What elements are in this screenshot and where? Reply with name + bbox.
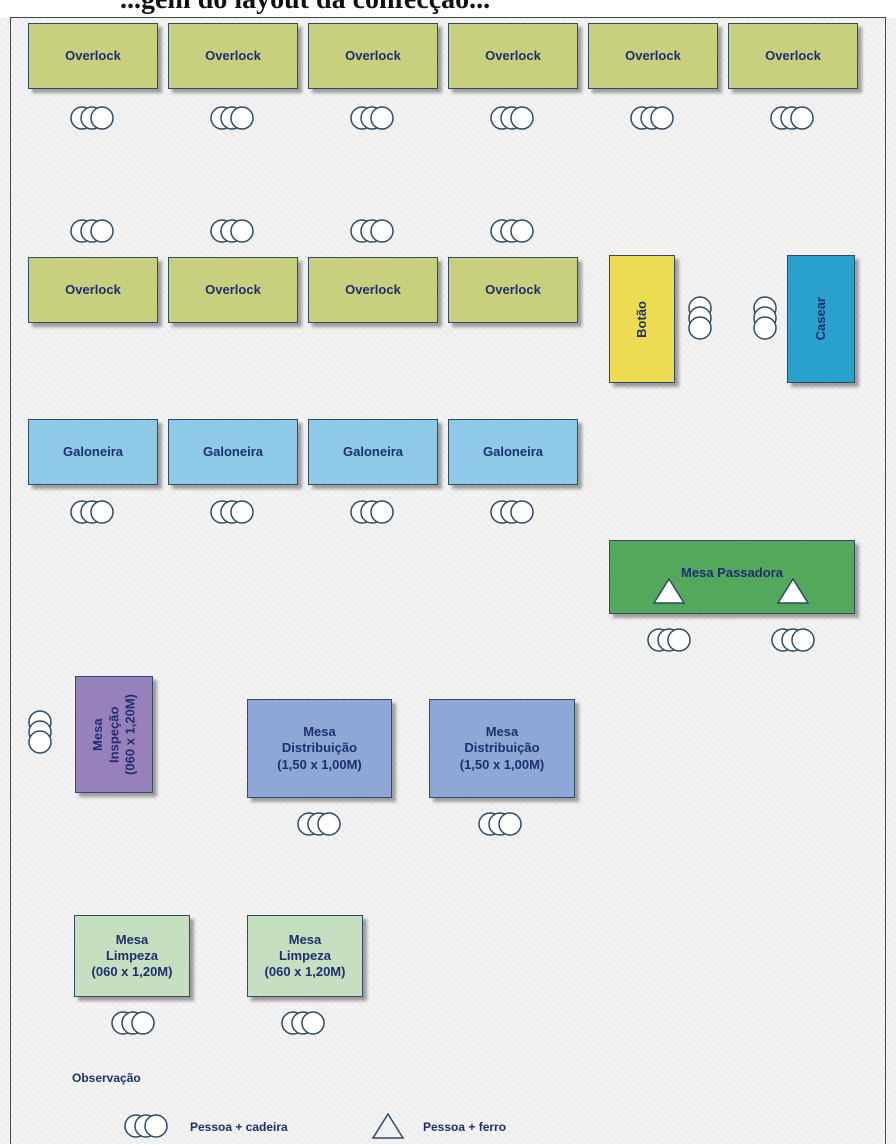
person-iron-icon: [371, 1112, 405, 1140]
station-galoneira: Galoneira: [28, 419, 158, 485]
station-overlock: Overlock: [308, 257, 438, 323]
station-galoneira: Galoneira: [448, 419, 578, 485]
station-mesa-passadora: Mesa Passadora: [609, 540, 855, 614]
title-strip: ...gem do layout da confecção...: [0, 0, 896, 18]
person-chair-icon: [484, 498, 544, 526]
person-chair-icon: [204, 498, 264, 526]
person-chair-icon: [472, 810, 532, 838]
person-chair-icon: [118, 1112, 178, 1140]
person-chair-icon: [751, 290, 779, 350]
station-overlock: Overlock: [168, 23, 298, 89]
station-overlock: Overlock: [448, 257, 578, 323]
person-chair-icon: [764, 104, 824, 132]
station-botao: Botão: [609, 255, 675, 383]
person-chair-icon: [686, 290, 714, 350]
station-mesa-passadora-label: Mesa Passadora: [681, 565, 783, 581]
station-overlock: Overlock: [728, 23, 858, 89]
station-botao-label: Botão: [633, 300, 649, 338]
person-chair-icon: [204, 217, 264, 245]
person-chair-icon: [641, 626, 701, 654]
person-iron-icon: [776, 577, 810, 605]
station-overlock: Overlock: [588, 23, 718, 89]
person-chair-icon: [26, 704, 54, 764]
person-chair-icon: [344, 104, 404, 132]
station-mesa-limpeza: Mesa Limpeza (060 x 1,20M): [247, 915, 363, 997]
station-galoneira: Galoneira: [308, 419, 438, 485]
station-casear-label: Casear: [812, 297, 828, 341]
person-chair-icon: [291, 810, 351, 838]
person-iron-icon: [652, 577, 686, 605]
station-overlock: Overlock: [168, 257, 298, 323]
legend-person-iron-label: Pessoa + ferro: [423, 1120, 507, 1134]
person-chair-icon: [105, 1009, 165, 1037]
person-chair-icon: [484, 104, 544, 132]
person-chair-icon: [344, 498, 404, 526]
station-casear: Casear: [787, 255, 855, 383]
person-chair-icon: [484, 217, 544, 245]
station-mesa-inspecao: Mesa Inspeção (060 x 1,20M): [75, 676, 153, 793]
station-overlock: Overlock: [28, 23, 158, 89]
station-overlock: Overlock: [28, 257, 158, 323]
station-mesa-limpeza: Mesa Limpeza (060 x 1,20M): [74, 915, 190, 997]
station-overlock: Overlock: [448, 23, 578, 89]
person-chair-icon: [64, 217, 124, 245]
person-chair-icon: [344, 217, 404, 245]
station-overlock: Overlock: [308, 23, 438, 89]
station-mesa-inspecao-label: Mesa Inspeção (060 x 1,20M): [89, 694, 138, 775]
station-mesa-distribuicao: Mesa Distribuição (1,50 x 1,00M): [429, 699, 575, 798]
person-chair-icon: [624, 104, 684, 132]
legend-title: Observação: [72, 1071, 141, 1085]
person-chair-icon: [275, 1009, 335, 1037]
person-chair-icon: [765, 626, 825, 654]
legend-person-chair-label: Pessoa + cadeira: [190, 1120, 288, 1134]
layout-frame: [10, 17, 886, 1144]
person-chair-icon: [64, 104, 124, 132]
person-chair-icon: [204, 104, 264, 132]
person-chair-icon: [64, 498, 124, 526]
layout-title: ...gem do layout da confecção...: [120, 0, 490, 16]
station-galoneira: Galoneira: [168, 419, 298, 485]
station-mesa-distribuicao: Mesa Distribuição (1,50 x 1,00M): [247, 699, 392, 798]
